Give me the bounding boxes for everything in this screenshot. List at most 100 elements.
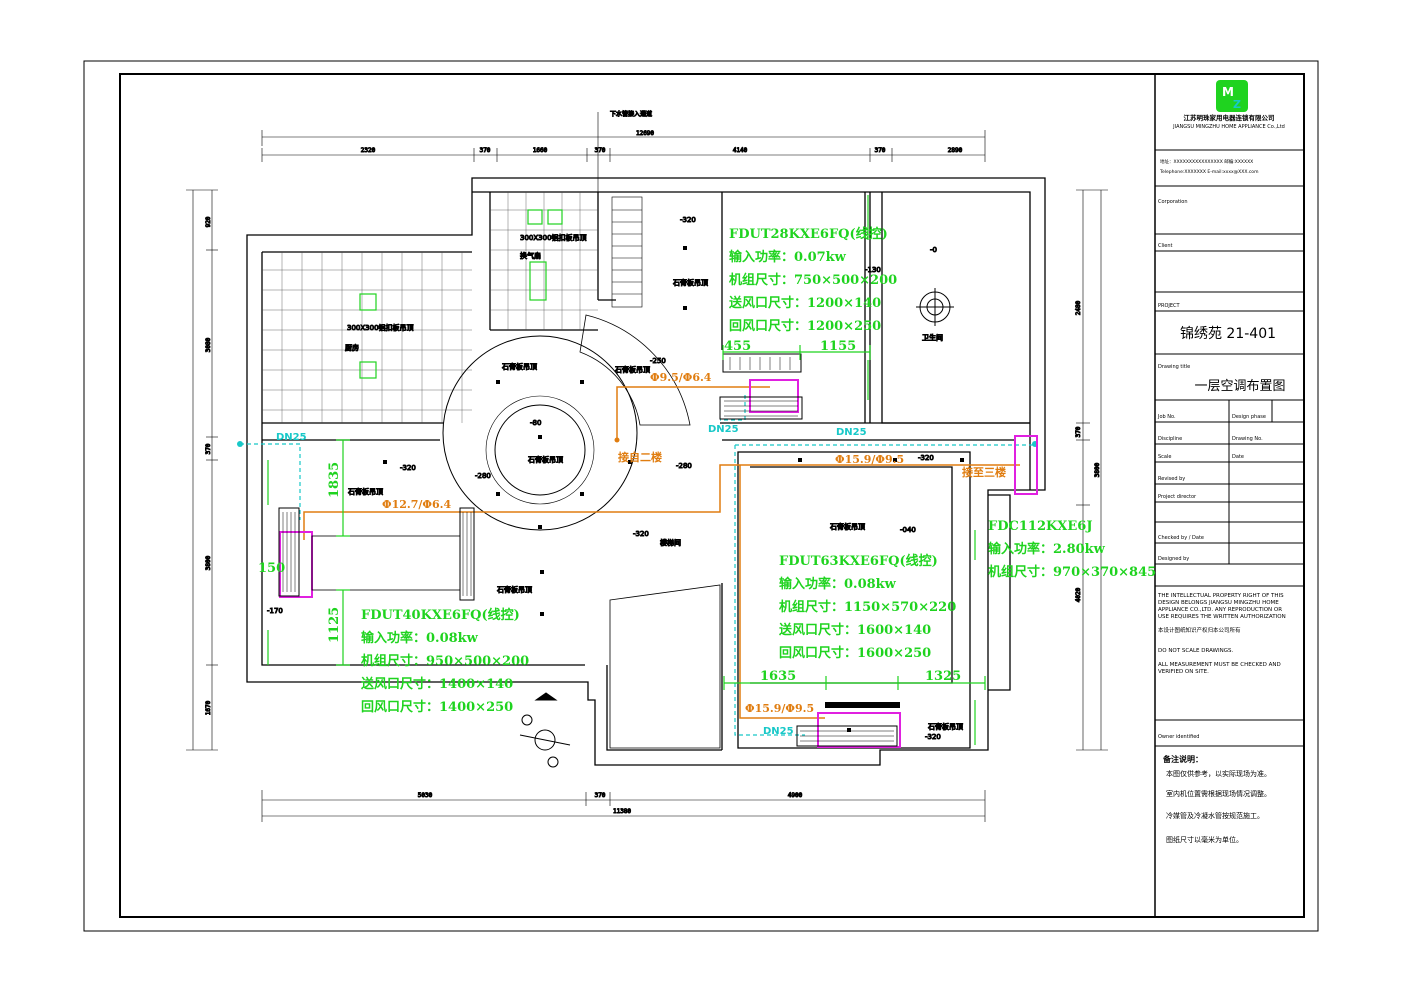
dim-right: 3800: [1094, 462, 1101, 477]
green-dimension-lines: [267, 195, 986, 745]
unit-return: 回风口尺寸：1400×250: [361, 699, 513, 715]
dim-top: 2890: [948, 147, 963, 154]
indoor-unit-1: [749, 379, 799, 413]
unit-supply: 送风口尺寸：1200×140: [728, 295, 881, 311]
copyright-line: APPLIANCE CO.,LTD. ANY REPRODUCTION OR: [1158, 607, 1282, 613]
left-dimensions: [186, 189, 218, 751]
notes-title: 备注说明：: [1162, 754, 1203, 764]
level-label: -320: [918, 454, 934, 462]
indoor-unit-3: [817, 712, 901, 748]
svg-text:M: M: [1222, 85, 1234, 99]
designed-label: Designed by: [1158, 556, 1189, 562]
dim-top: 370: [875, 147, 886, 154]
ceiling-label: 石膏板吊顶: [673, 278, 708, 287]
outdoor-power: 输入功率：2.80kw: [988, 541, 1106, 557]
level-label: -320: [925, 733, 941, 741]
tile-label: 300X300铝扣板吊顶: [520, 233, 587, 242]
date-label: Date: [1232, 454, 1244, 460]
room-name-kitchen: 厨房: [345, 343, 359, 352]
downlights: [383, 246, 964, 732]
dim-left: 3080: [205, 337, 212, 352]
ceiling-label: 石膏板吊顶: [928, 722, 963, 731]
green-dim-label: 1155: [820, 339, 856, 354]
drain-label: DN25: [276, 432, 307, 443]
drain-note: 下水管接入通道: [610, 110, 652, 118]
dim-left: 3800: [205, 555, 212, 570]
level-label: -280: [676, 462, 692, 470]
level-label: -0: [930, 246, 937, 254]
unit-power: 输入功率：0.08kw: [361, 630, 479, 646]
connect-3f-label: 接至三楼: [962, 465, 1006, 479]
room-name-bathroom: 卫生间: [922, 333, 943, 342]
pipe-label: Φ9.5/Φ6.4: [650, 371, 712, 384]
project-label: PROJECT: [1158, 303, 1181, 309]
fan-label: 换气扇: [520, 251, 541, 260]
dim-top: 2320: [361, 147, 376, 154]
dim-bottom: 5030: [418, 792, 433, 799]
drain-pipes: [240, 395, 1035, 736]
project-name: 锦绣苑 21-401: [1180, 325, 1276, 342]
company-name-cn: 江苏明珠家用电器连锁有限公司: [1184, 113, 1275, 122]
outdoor-unit-specs: FDC112KXE6J 输入功率：2.80kw 机组尺寸：970×370×845: [988, 519, 1156, 580]
drawing-title-label: Drawing title: [1158, 364, 1190, 370]
drain-label: DN25: [763, 726, 794, 737]
dim-bottom: 370: [595, 792, 606, 799]
level-label: -320: [400, 464, 416, 472]
drain-label: DN25: [708, 424, 739, 435]
grille-hatching: [282, 357, 894, 742]
note-item: 本图仅供参考，以实际现场为准。: [1166, 769, 1271, 778]
level-label: -040: [900, 526, 916, 534]
project-director-label: Project director: [1158, 494, 1197, 500]
level-label: -320: [680, 216, 696, 224]
indoor-units: [278, 353, 1038, 748]
staircase: [611, 196, 643, 308]
drain-label: DN25: [836, 427, 867, 438]
notes-list: 本图仅供参考，以实际现场为准。 室内机位置需根据现场情况调整。 冷媒管及冷凝水管…: [1166, 769, 1271, 844]
unit-power: 输入功率：0.07kw: [729, 249, 847, 265]
design-phase-label: Design phase: [1232, 414, 1266, 420]
copyright-line: 本设计图纸知识产权归本公司所有: [1158, 626, 1241, 634]
dim-left: 920: [205, 216, 212, 227]
stair-area: [609, 584, 721, 749]
unit-supply: 送风口尺寸：1400×140: [360, 676, 513, 692]
level-label: -80: [530, 419, 541, 427]
green-dim-label: 1325: [925, 669, 961, 684]
circular-ceiling: [442, 314, 691, 531]
level-label: -130: [865, 266, 881, 274]
green-dim-label: 1635: [760, 669, 796, 684]
unit-power: 输入功率：0.08kw: [779, 576, 897, 592]
ceiling-label: 石膏板吊顶: [502, 362, 537, 371]
dim-top: 4140: [733, 147, 748, 154]
unit-3-specs: FDUT63KXE6FQ(线控) 输入功率：0.08kw 机组尺寸：1150×5…: [778, 553, 956, 661]
connect-2f-label: 接自二楼: [618, 450, 662, 464]
svg-text:Z: Z: [1233, 98, 1241, 111]
right-dimensions: [1076, 189, 1108, 751]
dim-right: 370: [1075, 426, 1082, 437]
dim-left: 1670: [205, 700, 212, 715]
dim-top: 370: [480, 147, 491, 154]
corp-label: Corporation: [1158, 199, 1188, 205]
top-dimensions: [261, 130, 986, 162]
scale-label: Scale: [1158, 454, 1171, 460]
bottom-dimensions: [261, 790, 986, 822]
dim-top: 1660: [533, 147, 548, 154]
address-line: 地址：XXXXXXXXXXXXXXXX 邮编:XXXXXX: [1160, 158, 1253, 165]
owner-label: Owner identified: [1158, 734, 1199, 740]
dim-right: 4020: [1075, 587, 1082, 602]
copyright-line: THE INTELLECTUAL PROPERTY RIGHT OF THIS: [1157, 593, 1284, 599]
unit-2-specs: FDUT40KXE6FQ(线控) 输入功率：0.08kw 机组尺寸：950×50…: [360, 607, 529, 715]
pipe-label: Φ15.9/Φ9.5: [835, 453, 904, 466]
refrigerant-pipes: [303, 386, 1020, 719]
copyright-line: DESIGN BELONGS JIANGSU MINGZHU HOME: [1158, 600, 1279, 606]
company-name-en: JIANGSU MINGZHU HOME APPLIANCE Co.,Ltd: [1172, 124, 1285, 130]
copyright-block: THE INTELLECTUAL PROPERTY RIGHT OF THIS …: [1157, 593, 1286, 675]
unit-size: 机组尺寸：750×500×200: [729, 272, 897, 288]
dim-top-total: 12690: [636, 130, 654, 137]
green-dim-label: 455: [724, 339, 751, 354]
dim-left: 370: [205, 443, 212, 454]
ceiling-label: 石膏板吊顶: [830, 522, 865, 531]
note-item: 室内机位置需根据现场情况调整。: [1166, 789, 1271, 798]
exhaust-fan-icon: [359, 209, 563, 379]
pipe-label: Φ15.9/Φ9.5: [745, 702, 814, 715]
